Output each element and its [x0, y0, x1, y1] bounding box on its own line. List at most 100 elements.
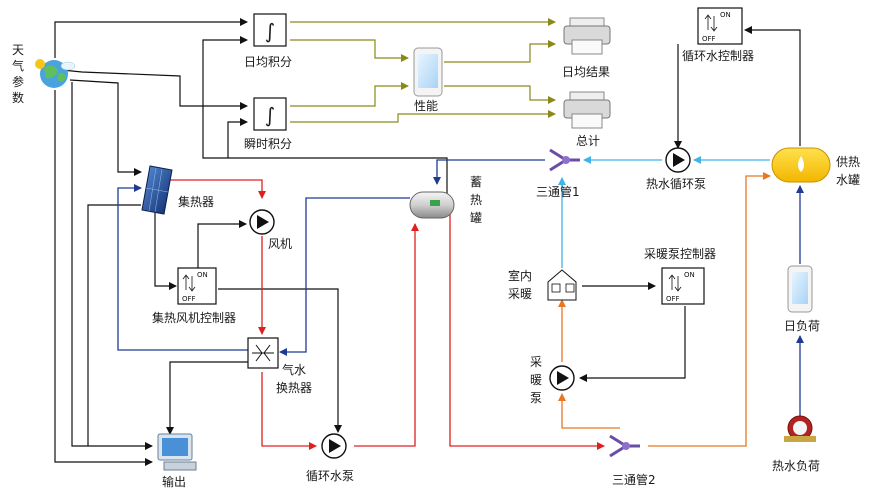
weather-label-1: 天 — [12, 43, 24, 57]
red-hx-circpump — [261, 372, 317, 450]
daily-load-label: 日负荷 — [784, 319, 820, 333]
wire-weather-daily — [54, 18, 248, 58]
daily-integrator: ∫ — [253, 13, 287, 47]
red-collector-fan — [170, 179, 266, 199]
heating-pump-label-1: 采 — [530, 355, 542, 369]
fan-label: 风机 — [268, 237, 292, 251]
olive-perf-result — [444, 40, 556, 63]
black-lines — [54, 18, 801, 466]
performance-label: 性能 — [414, 99, 438, 113]
heating-pump-label-3: 泵 — [530, 391, 542, 405]
tee1-icon — [549, 148, 580, 172]
orange-tee2-supply — [648, 172, 771, 447]
indoor-heating-label-1: 室内 — [508, 268, 532, 283]
off-label: OFF — [182, 295, 196, 303]
off-label: OFF — [702, 35, 716, 43]
heat-exchanger-icon — [247, 337, 279, 369]
wire-controller-fan — [197, 220, 247, 270]
heating-pump-controller-label: 采暖泵控制器 — [644, 247, 716, 261]
red-lines — [170, 179, 605, 450]
supply-tank-label-2: 水罐 — [836, 173, 860, 187]
performance-phone-icon — [413, 47, 443, 97]
tee1-label: 三通管1 — [536, 184, 580, 199]
hx-label-1: 气水 — [282, 362, 306, 377]
orange-lines — [558, 172, 771, 447]
olive-perf-total — [444, 85, 556, 104]
olive-instant-total — [290, 110, 556, 123]
on-label: ON — [720, 11, 731, 19]
hw-circ-pump-label: 热水循环泵 — [646, 177, 706, 191]
integral-icon: ∫ — [265, 19, 275, 43]
olive-daily-perf — [290, 39, 409, 62]
wire-weather-collector — [69, 79, 142, 176]
wire-weather-output1 — [54, 90, 153, 466]
instant-integral-label: 瞬时积分 — [244, 137, 292, 151]
solar-collector-icon — [141, 165, 173, 215]
wire-supply-circctrl — [744, 26, 801, 146]
off-label: OFF — [666, 295, 680, 303]
weather-label-3: 参 — [12, 74, 24, 89]
collector-fan-controller: ON OFF — [177, 267, 217, 305]
circ-pump-label: 循环水泵 — [306, 469, 354, 483]
hx-label-2: 换热器 — [276, 381, 312, 395]
blue-lines — [117, 159, 804, 416]
blue-tee1-tank — [433, 159, 545, 185]
printer-total-icon — [563, 91, 611, 129]
printer-daily-result-icon — [563, 17, 611, 55]
wire-controller-circpump — [218, 288, 342, 433]
output-label: 输出 — [162, 474, 186, 489]
daily-integral-label: 日均积分 — [244, 55, 292, 69]
wire-weather-output2 — [71, 82, 153, 450]
circ-water-controller: ON OFF — [697, 7, 743, 45]
storage-tank-label-2: 热 — [470, 193, 482, 207]
collector-fan-controller-label: 集热风机控制器 — [152, 310, 236, 325]
daily-load-phone-icon — [787, 265, 813, 313]
storage-tank-icon — [409, 191, 455, 219]
storage-tank-label-3: 罐 — [470, 211, 482, 225]
weather-label-4: 数 — [12, 90, 24, 105]
red-tank-tee2 — [449, 214, 605, 450]
wire-feedback-daily — [202, 36, 448, 205]
heating-pump-controller: ON OFF — [661, 267, 705, 305]
integral-icon: ∫ — [265, 103, 275, 127]
hot-water-circ-pump-icon — [665, 147, 691, 173]
wire-heatctrl-heatpump — [579, 306, 686, 382]
orange-tee2-heatpump — [558, 393, 620, 429]
on-label: ON — [684, 271, 695, 279]
hot-water-load-label: 热水负荷 — [772, 459, 820, 473]
water-meter-icon — [784, 415, 816, 442]
total-label: 总计 — [576, 134, 600, 148]
on-label: ON — [197, 271, 208, 279]
supply-tank-label-1: 供热 — [836, 155, 860, 169]
weather-label-2: 气 — [12, 58, 24, 73]
heating-pump-label-2: 暖 — [530, 373, 542, 387]
olive-instant-perf — [290, 82, 409, 107]
cyan-lines — [558, 156, 770, 268]
storage-tank-label-1: 蓄 — [470, 175, 482, 189]
tee2-label: 三通管2 — [612, 472, 656, 487]
olive-lines — [290, 18, 556, 123]
tee2-icon — [609, 434, 640, 458]
circ-water-pump-icon — [321, 433, 347, 459]
wire-feedback-instant — [227, 118, 248, 158]
blue-tank-hx — [279, 197, 410, 356]
supply-tank-icon — [771, 147, 831, 183]
wire-weather-instant — [61, 69, 248, 110]
indoor-heating-icon — [547, 269, 577, 301]
wire-hx-output — [166, 361, 248, 435]
circ-water-controller-label: 循环水控制器 — [682, 49, 754, 63]
fan-icon — [249, 209, 275, 235]
daily-result-label: 日均结果 — [562, 65, 610, 79]
red-circpump-tank — [354, 223, 419, 447]
globe-icon — [35, 59, 76, 88]
instant-integrator: ∫ — [253, 97, 287, 131]
indoor-heating-label-2: 采暖 — [508, 287, 532, 301]
wire-collector-controller — [154, 212, 177, 290]
wire-output-left — [87, 204, 141, 446]
collector-label: 集热器 — [178, 194, 214, 209]
blue-hx-collector — [117, 184, 248, 351]
computer-icon — [157, 433, 197, 471]
heating-pump-icon — [549, 365, 575, 391]
